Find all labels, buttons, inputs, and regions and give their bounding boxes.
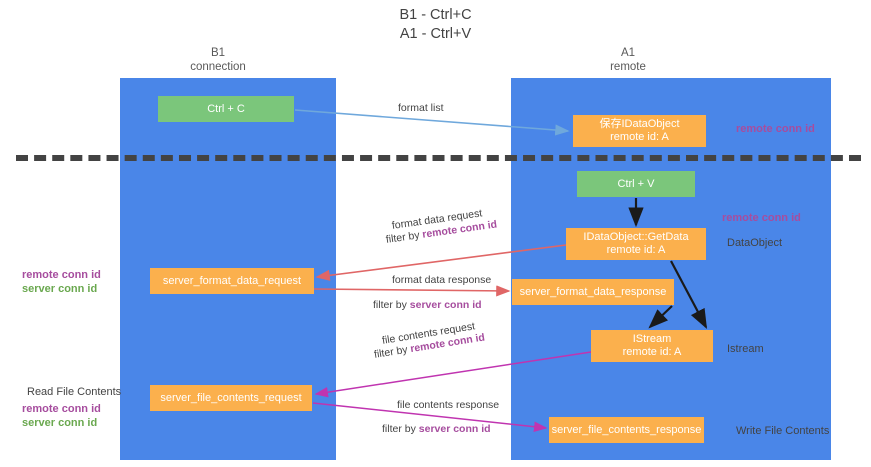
column-header-a1-sub: remote <box>610 61 646 73</box>
node-server-format-data-response-label: server_format_data_response <box>519 285 667 298</box>
column-header-b1: B1 connection <box>133 46 303 74</box>
annotation-left-remote-conn-id-1: remote conn id <box>22 269 101 281</box>
node-istream[interactable]: IStream remote id: A <box>591 330 713 362</box>
edge-label-file-contents-response: file contents response <box>397 399 500 411</box>
annotation-dataobject: DataObject <box>727 237 783 249</box>
node-server-format-data-request-label: server_format_data_request <box>162 274 302 287</box>
filter-prefix: filter by <box>382 423 419 435</box>
filter-prefix: filter by <box>373 343 412 361</box>
column-header-a1-name: A1 <box>620 47 636 59</box>
annotation-remote-conn-id-top: remote conn id <box>736 123 815 135</box>
phase-divider <box>16 155 861 161</box>
filter-prefix: filter by <box>373 299 410 311</box>
node-idataobject-getdata-line2: remote id: A <box>606 244 666 256</box>
edge-label-format-list: format list <box>398 102 444 114</box>
edge-label-format-data-response: format data response <box>392 274 492 286</box>
annotation-remote-conn-id-mid: remote conn id <box>722 212 801 224</box>
annotation-left-server-conn-id-1: server conn id <box>22 283 98 295</box>
title-line-1: B1 - Ctrl+C <box>399 7 472 23</box>
annotation-left-conn-ids-lower: remote conn id server conn id <box>22 402 101 430</box>
edge-label-file-contents-response-filter: filter by server conn id <box>382 422 491 436</box>
column-header-b1-sub: connection <box>190 61 246 73</box>
node-server-file-contents-response[interactable]: server_file_contents_response <box>549 417 704 443</box>
node-server-file-contents-request[interactable]: server_file_contents_request <box>150 385 312 411</box>
node-server-format-data-request[interactable]: server_format_data_request <box>150 268 314 294</box>
edge-label-format-data-response-filter: filter by server conn id <box>373 298 482 312</box>
node-ctrl-v-label: Ctrl + V <box>617 177 655 190</box>
node-save-idataobject-line1: 保存IDataObject <box>599 118 680 130</box>
node-idataobject-getdata-line1: IDataObject::GetData <box>583 231 689 243</box>
node-server-file-contents-request-label: server_file_contents_request <box>160 391 302 404</box>
annotation-istream: Istream <box>727 343 764 355</box>
arrow-format-data-response <box>313 285 511 297</box>
node-ctrl-c-label: Ctrl + C <box>207 102 245 115</box>
annotation-read-file-contents: Read File Contents <box>27 386 122 398</box>
annotation-left-server-conn-id-2: server conn id <box>22 417 98 429</box>
node-ctrl-c[interactable]: Ctrl + C <box>158 96 294 122</box>
node-save-idataobject[interactable]: 保存IDataObject remote id: A <box>573 115 706 147</box>
node-save-idataobject-line2: remote id: A <box>610 131 669 143</box>
filter-prefix: filter by <box>385 228 424 246</box>
node-ctrl-v[interactable]: Ctrl + V <box>577 171 695 197</box>
annotation-write-file-contents: Write File Contents <box>736 425 830 437</box>
column-header-a1: A1 remote <box>543 46 713 74</box>
node-idataobject-getdata[interactable]: IDataObject::GetData remote id: A <box>566 228 706 260</box>
filter-key-server-conn-id: server conn id <box>409 299 482 311</box>
filter-key-server-conn-id: server conn id <box>418 423 491 435</box>
column-header-b1-name: B1 <box>210 47 226 59</box>
node-server-format-data-response[interactable]: server_format_data_response <box>512 279 674 305</box>
node-istream-line2: remote id: A <box>622 346 682 358</box>
annotation-left-remote-conn-id-2: remote conn id <box>22 403 101 415</box>
page-title: B1 - Ctrl+C A1 - Ctrl+V <box>0 6 871 44</box>
title-line-2: A1 - Ctrl+V <box>399 26 472 42</box>
node-istream-line1: IStream <box>632 333 672 345</box>
annotation-left-conn-ids-upper: remote conn id server conn id <box>22 268 101 296</box>
node-server-file-contents-response-label: server_file_contents_response <box>551 423 702 436</box>
